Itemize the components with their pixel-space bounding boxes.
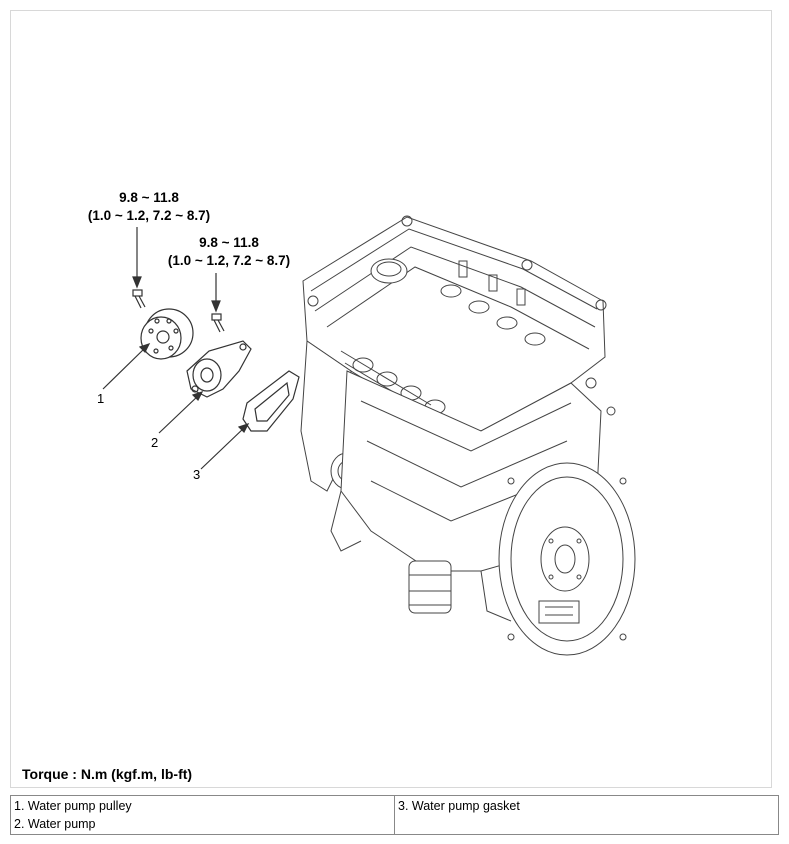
legend-right-cell: 3. Water pump gasket [394, 795, 779, 835]
callout-leaders [102, 342, 250, 470]
torque-1-value: 9.8 ~ 11.8 [119, 190, 179, 205]
engine-diagram: 9.8 ~ 11.8 (1.0 ~ 1.2, 7.2 ~ 8.7) 9.8 ~ … [88, 190, 636, 656]
parts-legend-table: 1. Water pump pulley 2. Water pump 3. Wa… [10, 795, 779, 835]
water-pump-pulley-icon [140, 308, 194, 360]
torque-units-note: Torque : N.m (kgf.m, lb-ft) [22, 766, 193, 782]
callout-3: 3 [193, 467, 200, 482]
diagram-figure: 9.8 ~ 11.8 (1.0 ~ 1.2, 7.2 ~ 8.7) 9.8 ~ … [10, 10, 772, 788]
legend-row: 1. Water pump pulley 2. Water pump 3. Wa… [10, 795, 779, 835]
callout-1: 1 [97, 391, 104, 406]
engine-assembly-illustration [300, 215, 636, 656]
torque-1-units: (1.0 ~ 1.2, 7.2 ~ 8.7) [88, 208, 210, 223]
torque-2-units: (1.0 ~ 1.2, 7.2 ~ 8.7) [168, 253, 290, 268]
torque-arrow-2 [211, 273, 221, 313]
water-pump-gasket-icon [242, 370, 300, 432]
callout-2: 2 [151, 435, 158, 450]
legend-item-water-pump-pulley: 1. Water pump pulley [14, 799, 132, 813]
legend-left-cell: 1. Water pump pulley 2. Water pump [10, 795, 395, 835]
bolt-1-icon [132, 289, 146, 309]
water-pump-icon [186, 340, 252, 398]
bolt-2-icon [211, 313, 225, 333]
legend-item-water-pump: 2. Water pump [14, 817, 96, 831]
legend-item-water-pump-gasket: 3. Water pump gasket [398, 799, 520, 813]
torque-arrow-1 [132, 227, 142, 289]
torque-2-value: 9.8 ~ 11.8 [199, 235, 259, 250]
